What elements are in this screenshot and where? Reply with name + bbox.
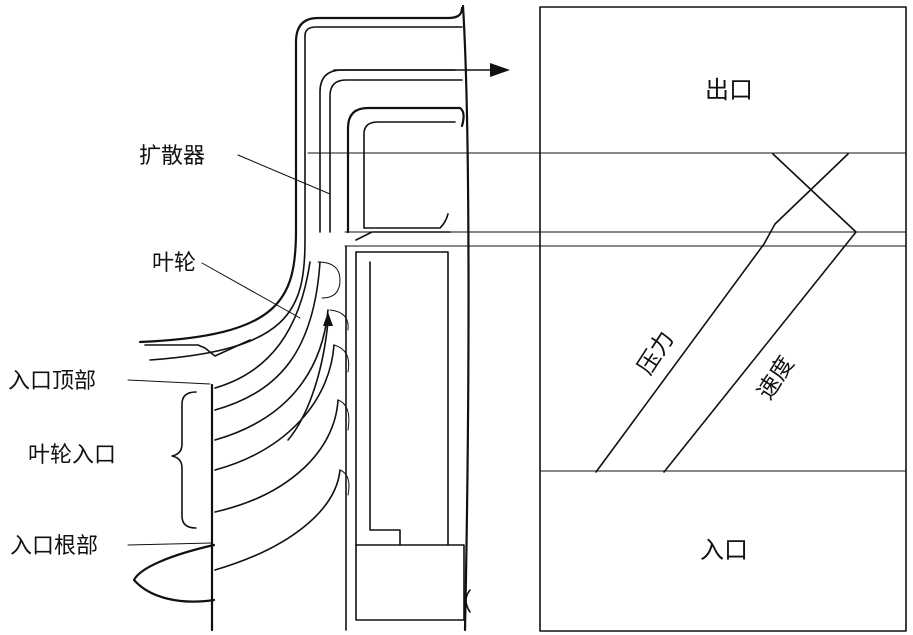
outer-casing [138,6,464,344]
station-lines [307,152,906,472]
rotor-step [369,261,401,546]
impeller-blade-3 [214,309,329,441]
blade-tip-pocket-3 [333,344,350,373]
leader-diffuser [237,154,331,195]
label-impeller: 叶轮 [152,251,196,276]
pressure-curve [595,153,849,473]
flow-path-arrow [287,321,329,441]
return-channel-bottom [363,213,449,229]
leader-inlet-tip [127,379,211,385]
impeller-blade-1 [214,261,311,389]
blade-tip-pocket-1 [317,261,341,299]
pressure-velocity-chart: 出口 入口 压力 速度 [539,6,907,632]
zone-label-outlet: 出口 [705,76,753,104]
part-labels: 扩散器 叶轮 入口顶部 叶轮入口 入口根部 [8,144,331,559]
impeller-blade-6 [214,469,341,571]
blade-tip-pocket-5 [339,469,350,496]
leader-inlet-root [127,542,213,546]
chart-frame [539,6,907,632]
label-inlet-tip: 入口顶部 [8,369,96,394]
return-channel-inner [363,121,456,229]
diffuser-passage-outer [319,69,456,233]
outer-casing-inner [304,26,463,37]
impeller-blade-2 [214,261,321,411]
leader-impeller [201,262,301,319]
label-diffuser: 扩散器 [139,144,205,169]
blade-tip-pocket-4 [337,399,350,431]
curve-label-velocity: 速度 [753,352,800,405]
impeller-blade-5 [214,399,339,513]
impeller-blade-4 [214,344,335,471]
shroud-line [149,35,306,361]
impeller-exit-lip [355,231,451,241]
inlet-shroud-lip [144,339,251,357]
zone-label-inlet: 入口 [700,536,748,564]
blade-tip-pocket-2 [329,309,349,331]
flow-arrowhead-up [323,312,333,326]
rotor-cavity [355,251,449,546]
shaft-break-mark [465,589,471,613]
compressor-section [132,4,510,632]
inlet-nose-cone [132,543,216,603]
return-channel-outer [346,106,465,234]
velocity-curve [663,153,857,473]
brace-impeller-inlet [171,391,197,529]
diffuser-passage-inner [329,79,463,233]
label-impeller-inlet: 叶轮入口 [28,443,116,468]
label-inlet-root: 入口根部 [10,534,98,559]
casing-right-wall [461,4,470,632]
shaft-block [355,544,465,621]
curve-label-pressure: 压力 [633,327,680,380]
outlet-arrowhead [490,63,510,77]
